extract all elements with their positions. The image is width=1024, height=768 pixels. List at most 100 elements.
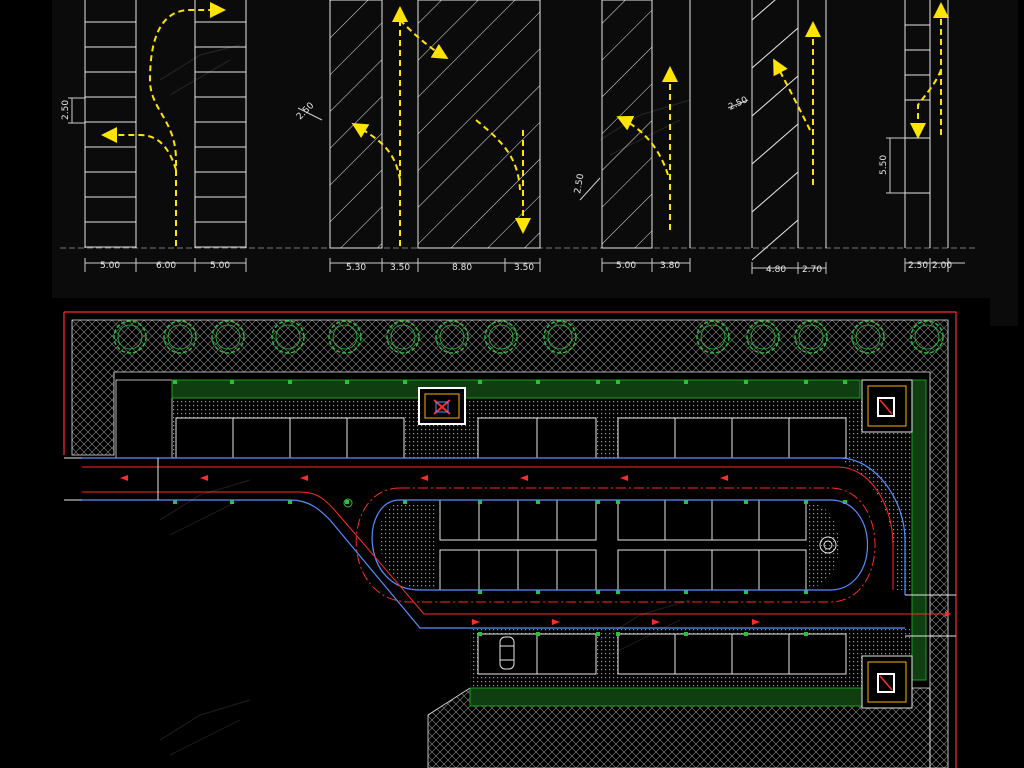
parking-stall [556, 549, 597, 591]
parking-stall [617, 633, 676, 675]
light-post [173, 500, 177, 504]
light-post [345, 380, 349, 384]
direction-arrow [200, 475, 208, 481]
direction-arrow [752, 619, 760, 625]
light-post [744, 380, 748, 384]
parking-stall [674, 633, 733, 675]
light-post [684, 500, 688, 504]
light-post [616, 500, 620, 504]
planter [343, 498, 353, 508]
parking-stall [477, 633, 538, 675]
tree-symbol [910, 320, 944, 354]
parking-stall [731, 417, 790, 459]
light-post [684, 632, 688, 636]
parking-stall [617, 499, 666, 541]
parking-stall [556, 499, 597, 541]
parking-stall [439, 549, 480, 591]
lane-arrow-curve [475, 119, 521, 191]
parking-stall [674, 417, 733, 459]
parking-stall [289, 417, 348, 459]
green-strip-bottom [469, 687, 863, 707]
light-post [596, 590, 600, 594]
dim-label: 2.00 [932, 261, 952, 271]
parking-stall [664, 499, 713, 541]
stall-line [751, 171, 799, 213]
green-strip-top [171, 379, 861, 399]
light-post [596, 380, 600, 384]
tree-symbol [696, 320, 730, 354]
tree-symbol [211, 320, 245, 354]
stall-line [751, 75, 799, 117]
tree-row [113, 320, 944, 354]
dim-vertical-label: 2.50 [61, 100, 71, 120]
light-post [478, 500, 482, 504]
direction-arrow [652, 619, 660, 625]
parking-stall [664, 549, 713, 591]
parking-stall [439, 499, 480, 541]
stair-core [418, 387, 466, 425]
parking-stall [517, 499, 558, 541]
section-parallel-lane: 5.50 2.50 2.00 [879, 0, 965, 272]
direction-arrow [300, 475, 308, 481]
tree-symbol [386, 320, 420, 354]
parking-stall [788, 417, 847, 459]
light-post [478, 632, 482, 636]
stair-core [861, 655, 913, 709]
light-post [684, 380, 688, 384]
stall-line [751, 0, 776, 21]
tree-symbol [271, 320, 305, 354]
section-angle-45-single: 2.50 5.00 3.80 [573, 0, 691, 272]
parking-stall [232, 417, 291, 459]
dim-vertical-label: 5.50 [879, 155, 889, 175]
light-post [616, 632, 620, 636]
lane-arrow-in [773, 58, 811, 131]
light-post [536, 632, 540, 636]
section-angle-45-double: 2.50 5.30 3.50 8.80 3.50 [295, 0, 541, 273]
lane-arrow-out [910, 69, 942, 139]
light-post [345, 500, 349, 504]
light-post [288, 500, 292, 504]
parking-stall [517, 549, 558, 591]
parking-stall [477, 417, 538, 459]
dim-label: 4.80 [766, 265, 786, 275]
parking-stall [617, 417, 676, 459]
building-block [115, 379, 173, 459]
dim-label: 3.80 [660, 261, 680, 271]
dim-label: 8.80 [452, 263, 472, 273]
site-plan [63, 311, 957, 768]
landscape-band [71, 319, 949, 768]
median-island-east [806, 502, 839, 588]
parking-stall [175, 417, 234, 459]
section-parallel-90: 2.50 5.00 6.00 5.00 [61, 0, 247, 272]
light-post [536, 500, 540, 504]
light-post [744, 632, 748, 636]
traffic-flow [82, 466, 951, 617]
light-post [478, 380, 482, 384]
stall-line [751, 123, 799, 165]
light-post [536, 380, 540, 384]
light-post [616, 590, 620, 594]
direction-arrow [120, 475, 128, 481]
light-post [478, 590, 482, 594]
stall-column-right [194, 0, 247, 248]
light-post [230, 380, 234, 384]
light-post [173, 380, 177, 384]
light-post [804, 380, 808, 384]
light-post [403, 380, 407, 384]
tree-symbol [113, 320, 147, 354]
dim-label: 5.00 [100, 261, 120, 271]
light-post [616, 380, 620, 384]
dim-vertical [68, 97, 85, 124]
tree-symbol [543, 320, 577, 354]
parking-stall [758, 549, 807, 591]
tree-symbol [851, 320, 885, 354]
light-post [843, 500, 847, 504]
dim-bottom [84, 258, 247, 272]
parking-stall [617, 549, 666, 591]
light-post [804, 632, 808, 636]
dim-label: 5.30 [346, 263, 366, 273]
direction-arrow [472, 619, 480, 625]
median-island [379, 502, 436, 588]
light-post [596, 632, 600, 636]
